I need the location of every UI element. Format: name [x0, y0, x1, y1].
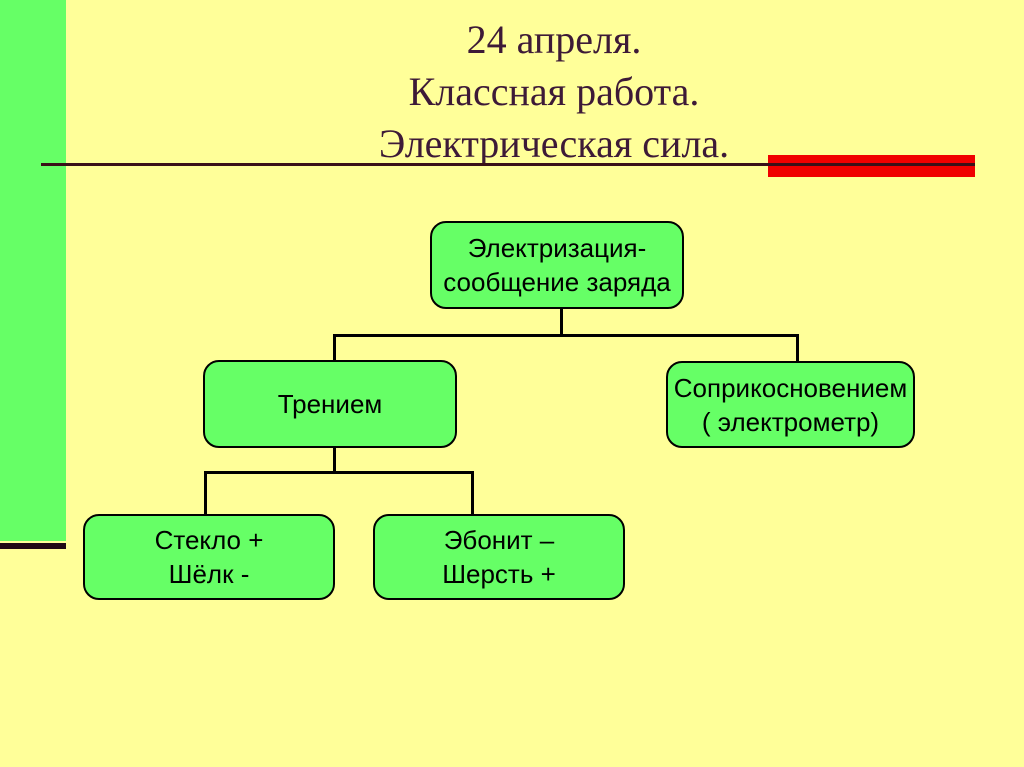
diagram-node-friction: Трением — [203, 360, 457, 448]
node-label-line: Электризация- — [467, 233, 647, 263]
left-bottom-accent-line — [0, 543, 66, 549]
title-line-date: 24 апреля. — [466, 17, 642, 62]
red-accent-bar — [768, 155, 975, 177]
node-label-line: ( электрометр) — [701, 406, 880, 437]
connector-friction-stub — [333, 448, 336, 474]
diagram-node-ebonite-wool: Эбонит – Шерсть + — [373, 514, 625, 600]
diagram-node-electrization: Электризация- сообщение заряда — [430, 221, 684, 309]
title-line-topic: Электрическая сила. — [378, 121, 730, 166]
connector-to-glass — [204, 471, 207, 516]
diagram-node-contact: Соприкосновением ( электрометр) — [666, 361, 915, 448]
connector-level2-horizontal — [204, 471, 474, 474]
diagram-node-glass-silk: Стекло + Шёлк - — [83, 514, 335, 600]
node-label-line: Соприкосновением — [673, 372, 908, 403]
connector-level1-horizontal — [333, 334, 799, 337]
connector-to-ebonite — [471, 471, 474, 516]
title-line-classwork: Классная работа. — [408, 69, 700, 114]
title-underline-rule — [41, 163, 975, 166]
node-label-line: Эбонит – — [443, 525, 555, 555]
node-label-line: Шёлк - — [168, 559, 250, 589]
connector-to-friction — [333, 334, 336, 362]
node-label-line: Трением — [277, 389, 383, 419]
node-label-line: Стекло + — [154, 525, 264, 555]
node-label-line: Шерсть + — [442, 559, 556, 589]
slide-title: 24 апреля. Классная работа. Электрическа… — [84, 14, 1024, 170]
node-label-line: сообщение заряда — [443, 267, 671, 297]
connector-root-stub — [560, 309, 563, 337]
connector-to-contact — [796, 334, 799, 363]
left-green-accent-bar — [0, 0, 66, 541]
